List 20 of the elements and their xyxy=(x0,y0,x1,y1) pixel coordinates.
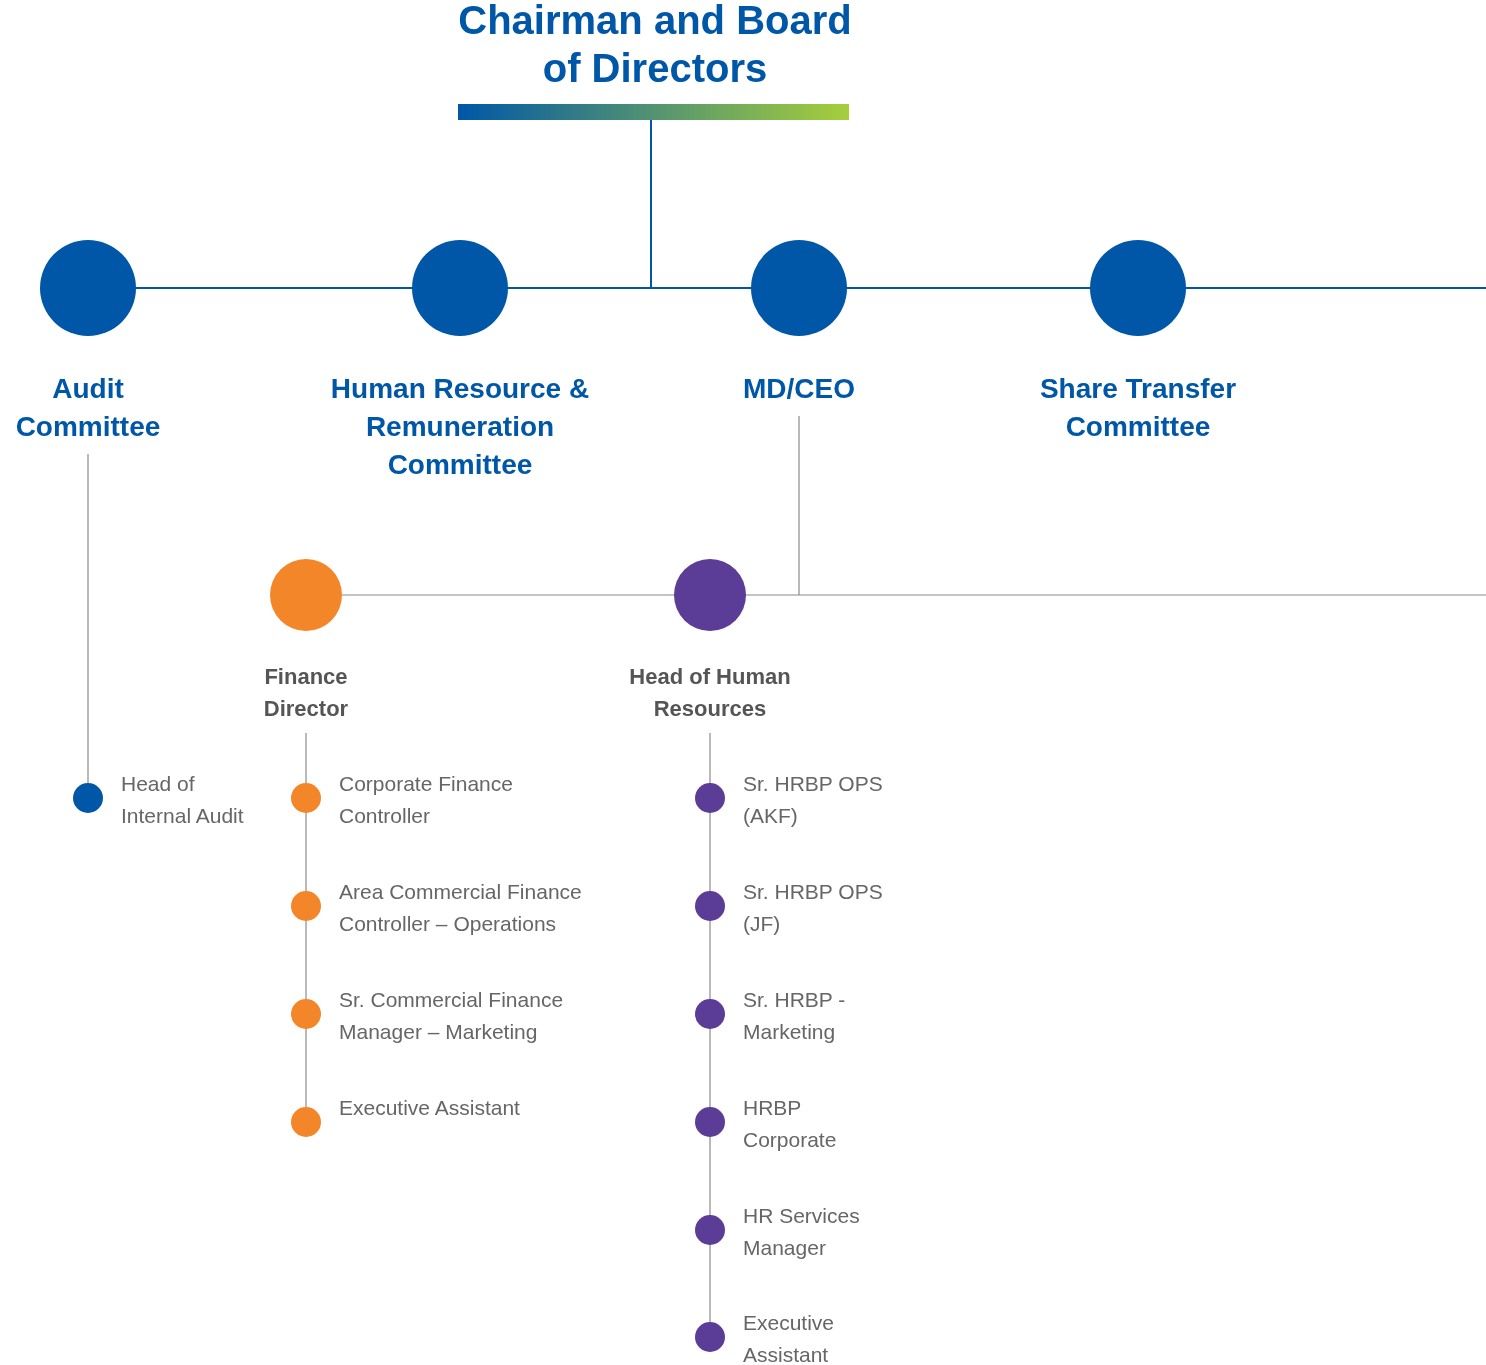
role-title: Sr. Commercial Finance Manager – Marketing xyxy=(339,987,565,1045)
connector-line xyxy=(87,453,89,784)
role-title: HRBP Corporate xyxy=(743,1095,838,1153)
chart-heading: Chairman and Board of Directors xyxy=(457,0,853,92)
committee-title: Human Resource & Remuneration Committee xyxy=(329,372,591,482)
role-title: Corporate Finance Controller xyxy=(339,771,514,829)
committee-title: MD/CEO xyxy=(743,372,855,406)
role-title: Head of Internal Audit xyxy=(121,771,245,829)
role-title: Area Commercial Finance Controller – Operations xyxy=(339,879,583,937)
connector-line xyxy=(341,415,1486,596)
role-title: Sr. HRBP - Marketing xyxy=(743,987,847,1045)
role-title: Head of Human Resources xyxy=(628,663,792,723)
committee-title: Share Transfer Committee xyxy=(1038,372,1238,444)
committee-title: Audit Committee xyxy=(14,372,162,444)
role-title: HR Services Manager xyxy=(743,1203,861,1261)
role-title: Sr. HRBP OPS (JF) xyxy=(743,879,884,937)
role-title: Finance Director xyxy=(262,663,350,723)
role-title: Sr. HRBP OPS (AKF) xyxy=(743,771,884,829)
role-title: Executive Assistant xyxy=(743,1310,836,1365)
role-title: Executive Assistant xyxy=(339,1095,520,1121)
